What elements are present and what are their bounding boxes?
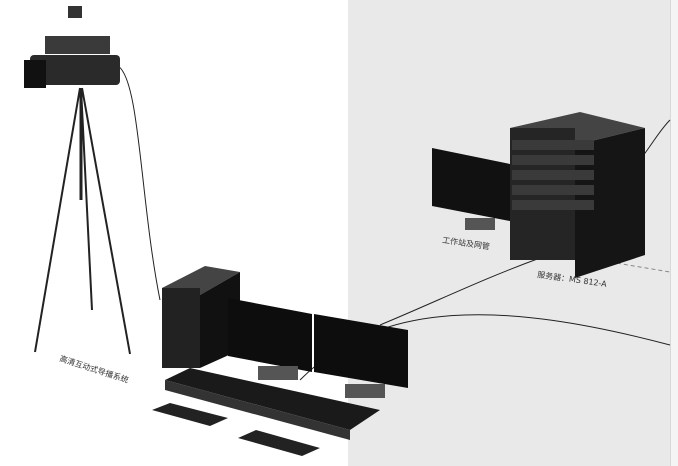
keyboard-icon — [152, 403, 228, 426]
monitor-icon — [314, 314, 408, 398]
cable-server-monitor — [379, 257, 541, 326]
tripod-icon — [34, 87, 131, 355]
camera-icon — [24, 6, 120, 88]
workstation-monitor-icon — [432, 148, 515, 230]
cable-dashed — [609, 261, 671, 273]
server-rack-icon — [510, 112, 645, 278]
control-console-icon — [165, 368, 380, 440]
right-edge — [670, 0, 678, 466]
cable-camera — [117, 65, 161, 301]
monitor-icon — [228, 298, 312, 380]
desktop-tower-icon — [162, 266, 240, 368]
keyboard-icon — [238, 430, 320, 456]
